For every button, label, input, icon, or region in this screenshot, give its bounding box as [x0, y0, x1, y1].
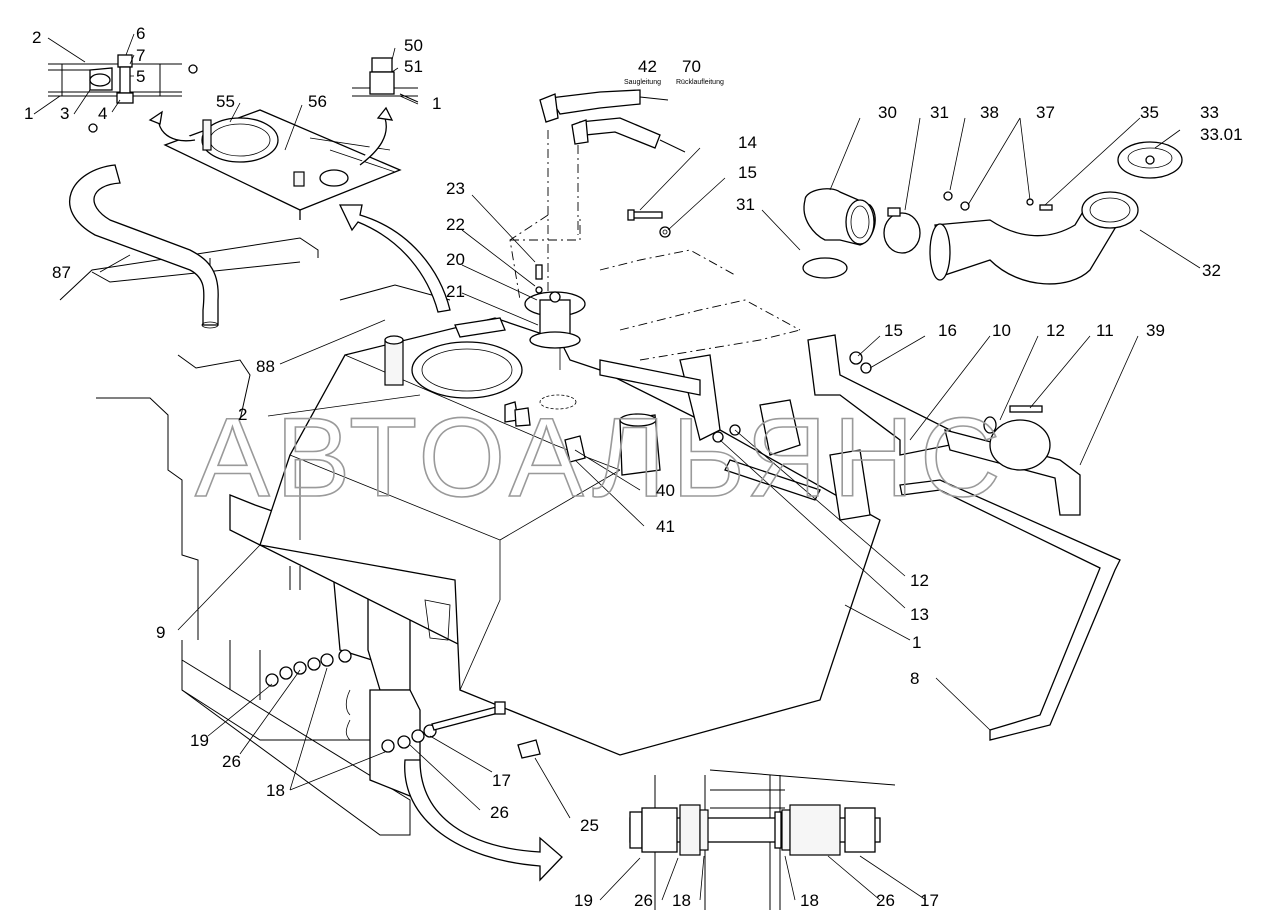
- callout-label: 12: [1046, 321, 1065, 340]
- callout-label: 88: [256, 357, 275, 376]
- filler-neck: [524, 264, 586, 349]
- callout-label: 5: [136, 67, 145, 86]
- callout-label: 1: [432, 94, 441, 113]
- callout-label: 26: [634, 891, 653, 910]
- callout-label: 35: [1140, 103, 1159, 122]
- section-detail: [629, 769, 896, 910]
- callout-label: 32: [1202, 261, 1221, 280]
- callout-label: 1: [24, 104, 33, 123]
- callout-label: 2: [32, 28, 41, 47]
- callout-label: 12: [910, 571, 929, 590]
- callout-label: 13: [910, 605, 929, 624]
- hose-87: [69, 164, 219, 329]
- fuel-lines: [509, 89, 686, 310]
- callout-label: 37: [1036, 103, 1055, 122]
- callout-label: 26: [876, 891, 895, 910]
- hose-note-suction: Saugleitung: [624, 79, 661, 86]
- arrow-bottom: [404, 759, 563, 882]
- callout-label: 18: [800, 891, 819, 910]
- callout-label: 31: [736, 195, 755, 214]
- callout-label: 2: [238, 405, 247, 424]
- callout-label: 21: [446, 282, 465, 301]
- callout-label: 7: [136, 46, 145, 65]
- callout-label: 22: [446, 215, 465, 234]
- callout-labels: 2 6 7 5 1 3 4 50 51 1 55 56 42 70 87 30 …: [24, 24, 1243, 910]
- detail-top-left: [48, 54, 198, 133]
- callout-label: 16: [938, 321, 957, 340]
- callout-label: 55: [216, 92, 235, 111]
- bolt-stack-left: [265, 649, 541, 759]
- callout-label: 20: [446, 250, 465, 269]
- callout-label: 31: [930, 103, 949, 122]
- callout-label: 40: [656, 481, 675, 500]
- callout-label: 30: [878, 103, 897, 122]
- callout-label: 33: [1200, 103, 1219, 122]
- callout-label: 15: [884, 321, 903, 340]
- fuel-tank: [259, 317, 881, 756]
- callout-label: 23: [446, 179, 465, 198]
- callout-label: 25: [580, 816, 599, 835]
- callout-label: 51: [404, 57, 423, 76]
- bolt-14: [627, 209, 671, 238]
- leader-lines: [33, 33, 1201, 901]
- callout-label: 70: [682, 57, 701, 76]
- watermark: АВТОАЛЬЯНС: [195, 395, 1007, 520]
- callout-label: 18: [266, 781, 285, 800]
- brackets: [599, 249, 1121, 741]
- callout-label: 38: [980, 103, 999, 122]
- callout-label: 26: [222, 752, 241, 771]
- callout-label: 14: [738, 133, 757, 152]
- callout-label: 18: [672, 891, 691, 910]
- callout-label: 4: [98, 104, 107, 123]
- elbow-30: [802, 188, 921, 279]
- callout-label: 39: [1146, 321, 1165, 340]
- callout-label: 11: [1096, 321, 1114, 340]
- callout-label: 42: [638, 57, 657, 76]
- callout-label: 33.01: [1200, 125, 1243, 144]
- callout-label: 87: [52, 263, 71, 282]
- hose-note-return: Rücklaufleitung: [676, 79, 724, 86]
- callout-label: 19: [574, 891, 593, 910]
- callout-label: 9: [156, 623, 165, 642]
- arrow-main: [338, 204, 451, 313]
- callout-label: 26: [490, 803, 509, 822]
- filler-pipe-32: [929, 141, 1183, 285]
- callout-label: 19: [190, 731, 209, 750]
- callout-label: 3: [60, 104, 69, 123]
- callout-label: 15: [738, 163, 757, 182]
- callout-label: 17: [492, 771, 511, 790]
- callout-label: 17: [920, 891, 939, 910]
- callout-label: 50: [404, 36, 423, 55]
- callout-label: 56: [308, 92, 327, 111]
- callout-label: 6: [136, 24, 145, 43]
- callout-label: 8: [910, 669, 919, 688]
- detail-50-51: [352, 57, 419, 103]
- top-plate: [148, 106, 402, 220]
- callout-label: 10: [992, 321, 1011, 340]
- callout-label: 1: [912, 633, 921, 652]
- callout-label: 41: [656, 517, 675, 536]
